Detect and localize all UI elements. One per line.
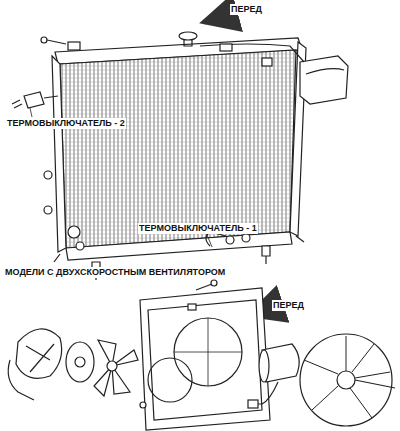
- section-heading: МОДЕЛИ С ДВУХСКОРОСТНЫМ ВЕНТИЛЯТОРОМ: [4, 267, 226, 278]
- front-arrow-label: ПЕРЕД: [230, 4, 263, 15]
- part-label: ТЕРМОВЫКЛЮЧАТЕЛЬ - 1: [138, 223, 258, 234]
- front-arrow-label: ПЕРЕД: [272, 300, 305, 311]
- part-label: ТЕРМОВЫКЛЮЧАТЕЛЬ - 2: [6, 118, 126, 129]
